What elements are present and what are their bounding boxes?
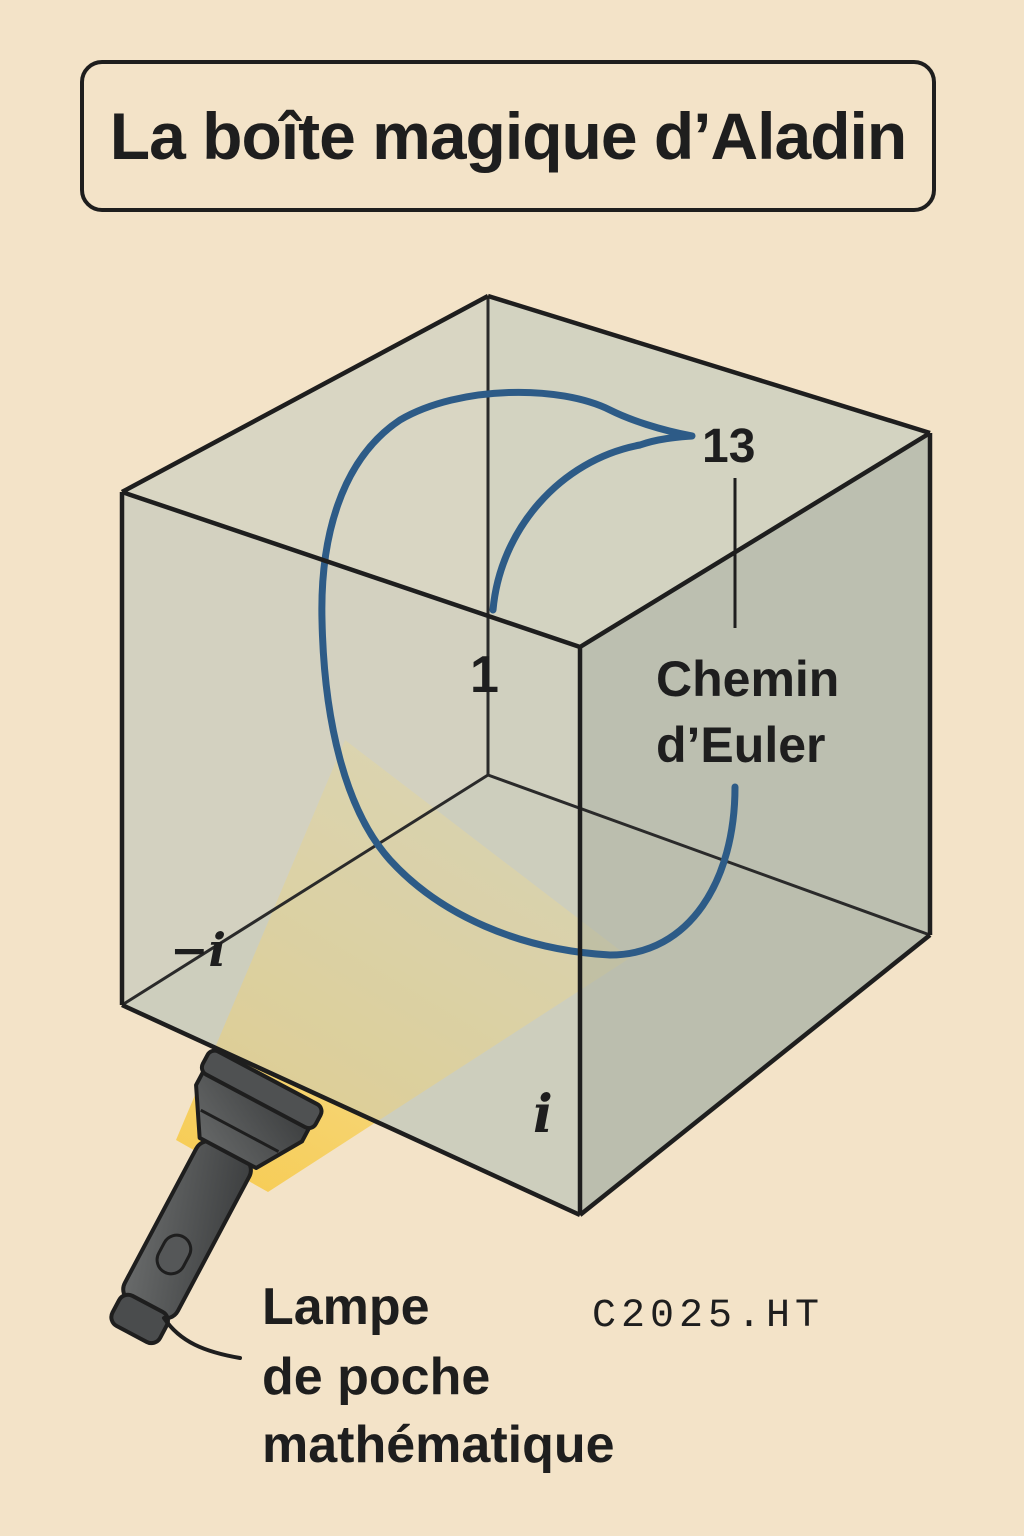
label-1: 1 (470, 646, 499, 704)
euler-path-curve (318, 388, 739, 959)
box-front-left-face (122, 492, 580, 1215)
box-hidden-edges (121, 296, 931, 1007)
label-minus-i: −i (170, 923, 226, 977)
label-i: i (533, 1084, 553, 1145)
flashlight-icon (109, 1048, 324, 1346)
label-chemin: Chemin (656, 651, 839, 707)
lamp-label-line1: Lampe (262, 1278, 430, 1336)
label-13: 13 (702, 420, 755, 473)
page-title: La boîte magique d’Aladin (109, 99, 907, 173)
lamp-pointer-line (162, 1316, 242, 1360)
box-front-right-face (580, 433, 930, 1215)
box-visible-edges (119, 293, 933, 1218)
lamp-label-line3: mathématique (262, 1416, 615, 1474)
credit-text: C2025.HT (592, 1294, 824, 1339)
lamp-label-line2: de poche (262, 1348, 490, 1406)
label-euler: d’Euler (656, 717, 825, 773)
title-box: La boîte magique d’Aladin (80, 60, 936, 212)
